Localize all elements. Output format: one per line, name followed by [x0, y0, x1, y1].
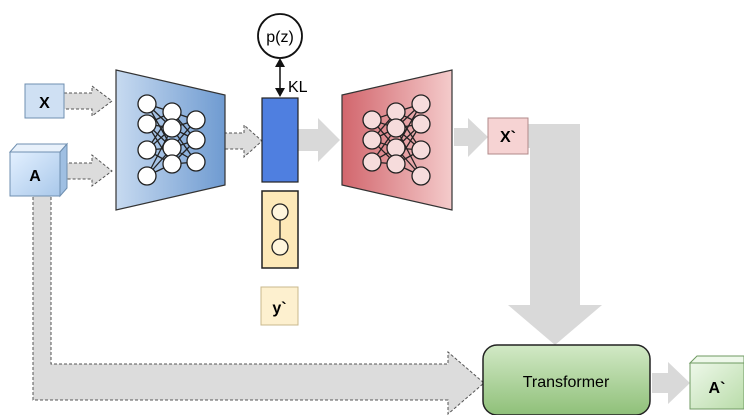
- y-output-label: y`: [272, 300, 286, 317]
- x-input-box: [24, 83, 65, 119]
- a-input-cube: [8, 142, 69, 198]
- decoder: [341, 69, 453, 211]
- kl-label: KL: [288, 79, 308, 96]
- x-output-label: X`: [500, 129, 516, 146]
- a-to-transformer-arrow: [32, 184, 485, 415]
- transformer-label: Transformer: [523, 374, 610, 391]
- latent-to-decoder-arrow: [298, 118, 340, 162]
- x-input-label: X: [39, 95, 50, 112]
- transformer-block: [482, 344, 651, 415]
- latent-z-block: [261, 97, 299, 183]
- a-output-cube: [688, 355, 744, 410]
- y-output-box: [260, 286, 299, 326]
- a-output-label: A`: [709, 380, 726, 397]
- x-to-encoder-arrow: [63, 85, 113, 117]
- y-latent-nodes: [271, 203, 289, 256]
- a-input-label: A: [29, 168, 41, 185]
- kl-double-arrow: [275, 58, 285, 97]
- encoder: [115, 69, 226, 211]
- decoder-to-xout-arrow: [454, 118, 488, 157]
- encoder-to-latent-arrow: [223, 123, 263, 159]
- x-output-box: [487, 117, 529, 155]
- x-to-transformer-arrow: [508, 124, 602, 345]
- a-to-encoder-arrow: [63, 153, 113, 187]
- prior-label: p(z): [266, 29, 294, 46]
- transformer-to-aout-arrow: [652, 362, 690, 404]
